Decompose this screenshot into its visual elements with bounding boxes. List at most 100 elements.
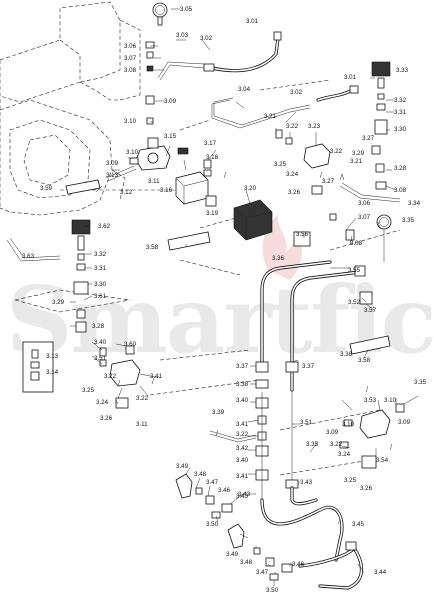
part-label: 3.35: [402, 217, 415, 224]
part-label: 3.58: [146, 244, 159, 251]
part-label: 3.43: [238, 491, 251, 498]
part-label: 3.41: [236, 473, 249, 480]
part-label: 3.33: [396, 67, 409, 74]
pipe-3-03: [157, 61, 205, 81]
part-label: 3.18: [206, 154, 219, 161]
part-label: 3.37: [236, 363, 249, 370]
watermark-flame-icon: [262, 214, 302, 280]
fittings-3-27-3-28: [371, 145, 387, 190]
part-label: 3.01: [246, 18, 259, 25]
part-label: 3.26: [288, 189, 301, 196]
part-label: 3.08: [394, 187, 407, 194]
part-label: 3.45: [352, 521, 365, 528]
part-label: 3.41: [150, 373, 163, 380]
part-label: 3.39: [212, 409, 225, 416]
part-label: 3.63: [22, 253, 35, 260]
part-label: 3.06: [124, 43, 137, 50]
part-label: 3.30: [394, 126, 407, 133]
part-label: 3.38: [236, 381, 249, 388]
part-label: 3.22: [286, 123, 299, 130]
part-label: 3.02: [290, 89, 303, 96]
part-label: 3.58: [358, 357, 371, 364]
part-label: 3.35: [306, 441, 319, 448]
hose-3-01-top: [203, 31, 282, 73]
part-label: 3.32: [394, 97, 407, 104]
part-label: 3.12: [120, 189, 133, 196]
part-label: 3.50: [266, 587, 279, 594]
part-label: 3.51: [300, 419, 313, 426]
part-label: 3.22: [104, 373, 117, 380]
part-label: 3.10: [384, 397, 397, 404]
part-label: 3.50: [206, 521, 219, 528]
part-label: 3.24: [338, 451, 351, 458]
manifold-pipes: [260, 231, 375, 392]
part-label: 3.24: [96, 399, 109, 406]
part-label: 3.07: [124, 55, 137, 62]
part-label: 3.04: [238, 86, 251, 93]
part-label: 3.51: [94, 355, 107, 362]
part-label: 3.01: [344, 74, 357, 81]
part-label: 3.52: [348, 299, 361, 306]
part-label: 3.22: [330, 148, 343, 155]
part-label: 3.02: [200, 35, 213, 42]
part-label: 3.43: [300, 479, 313, 486]
part-label: 3.57: [364, 307, 377, 314]
part-label: 3.46: [292, 561, 305, 568]
part-label: 3.46: [218, 487, 231, 494]
part-label: 3.62: [98, 223, 111, 230]
bracket-3-58-right: [349, 335, 391, 355]
part-label: 3.25: [82, 387, 95, 394]
sensor-3-33: [371, 61, 391, 135]
part-label: 3.14: [46, 369, 59, 376]
valve-block-center-top: [275, 129, 355, 241]
part-label: 3.22: [330, 441, 343, 448]
part-label: 3.19: [206, 210, 219, 217]
pressure-gauge-right: [376, 214, 392, 262]
part-labels: 3.05 3.01 3.06 3.03 3.02 3.07 3.08 3.33 …: [22, 6, 427, 594]
pipe-3-04: [211, 97, 311, 129]
part-label: 3.44: [374, 569, 387, 576]
part-label: 3.47: [206, 479, 219, 486]
part-label: 3.31: [394, 109, 407, 116]
part-label: 3.08: [350, 240, 363, 247]
part-label: 3.13: [46, 353, 59, 360]
part-label: 3.47: [256, 569, 269, 576]
part-label: 3.55: [348, 267, 361, 274]
part-label: 3.10: [124, 118, 137, 125]
bracket-3-59: [65, 179, 101, 195]
pipe-3-34: [339, 182, 401, 203]
valve-block-3-53: [339, 395, 419, 469]
part-label: 3.09: [106, 160, 119, 167]
part-label: 3.49: [226, 551, 239, 558]
boiler-housing-outline: [0, 1, 141, 216]
part-label: 3.60: [124, 341, 137, 348]
bracket-3-58: [167, 231, 211, 251]
part-label: 3.27: [362, 135, 375, 142]
valve-block-3-60: [99, 345, 161, 409]
part-3-17: [177, 147, 189, 155]
part-label: 3.26: [100, 415, 113, 422]
pipe-3-12: [105, 165, 137, 182]
part-label: 3.53: [364, 397, 377, 404]
part-label: 3.22: [136, 395, 149, 402]
part-label: 3.49: [176, 463, 189, 470]
part-label: 3.20: [244, 185, 257, 192]
part-label: 3.34: [408, 200, 421, 207]
part-label: 3.13: [106, 172, 119, 179]
hose-3-44: [298, 541, 364, 590]
part-label: 3.10: [342, 421, 355, 428]
tap-fitting-upper: [175, 473, 233, 519]
part-label: 3.30: [94, 281, 107, 288]
part-3-19: [205, 195, 217, 207]
hose-3-43: [290, 486, 318, 506]
part-label: 3.61: [94, 293, 107, 300]
part-label: 3.42: [236, 445, 249, 452]
part-label: 3.31: [94, 265, 107, 272]
lock-pin-icons: [117, 171, 393, 451]
inset-box: [22, 341, 54, 393]
part-label: 3.38: [340, 351, 353, 358]
part-label: 3.09: [326, 429, 339, 436]
part-label: 3.41: [236, 421, 249, 428]
part-label: 3.17: [204, 140, 217, 147]
pipe-3-63: [6, 237, 61, 262]
